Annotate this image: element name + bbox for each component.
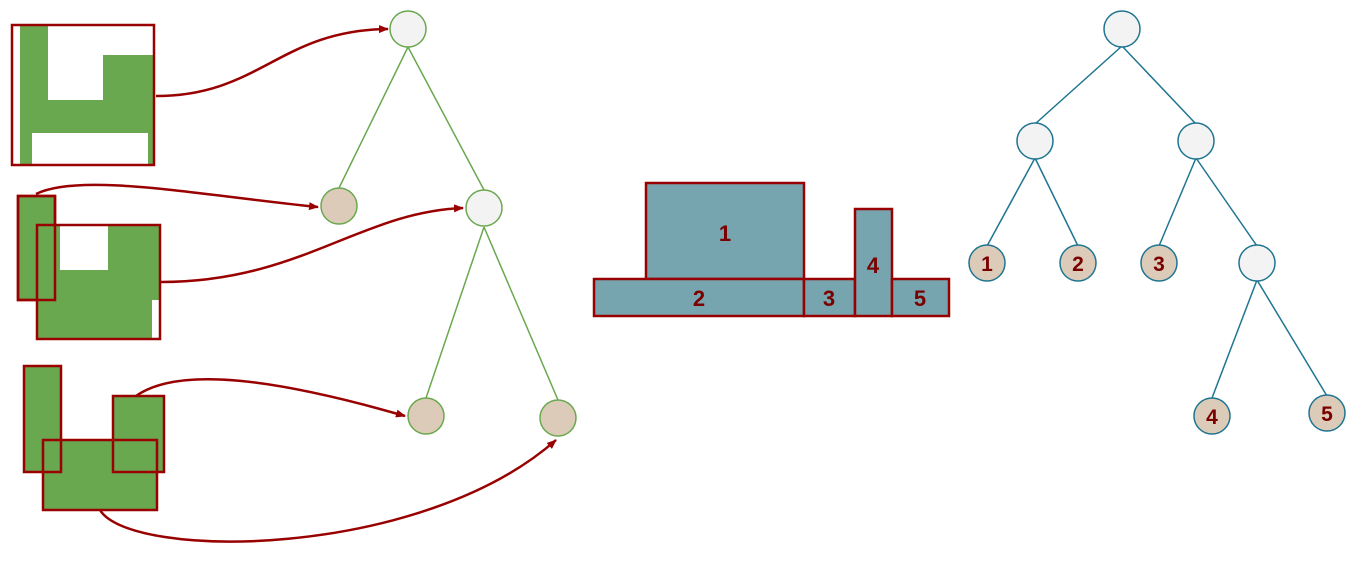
teal-tree-leaf-2 xyxy=(1059,244,1097,282)
teal-tree-internal-node xyxy=(1016,122,1054,160)
tree-edge xyxy=(425,226,485,399)
teal-leaf-5-label: 5 xyxy=(1321,403,1333,426)
rect-5 xyxy=(890,277,951,318)
full-shape-green xyxy=(20,25,154,165)
rect-4-label: 4 xyxy=(867,253,880,278)
left-shape-panel xyxy=(10,23,166,512)
mapping-arrows xyxy=(35,25,557,543)
tree-edge xyxy=(1158,157,1197,247)
teal-tree-internal-node xyxy=(1177,122,1215,160)
split-shape-level-2 xyxy=(22,364,166,512)
tree-edge xyxy=(407,46,485,191)
teal-leaf-4-label: 4 xyxy=(1206,406,1218,429)
teal-leaf-3-label: 3 xyxy=(1153,253,1165,276)
tree-edge xyxy=(1211,279,1258,399)
green-tree-leaf-node xyxy=(320,187,358,225)
green-tree xyxy=(320,10,577,437)
teal-tree-leaf-5 xyxy=(1308,394,1346,432)
tree-edge xyxy=(1121,45,1197,125)
split-shape-level-1 xyxy=(16,194,162,341)
teal-tree-leaf-4 xyxy=(1193,397,1231,435)
center-rect-layout: 1 2 3 4 5 xyxy=(592,181,951,318)
tree-edge xyxy=(483,226,559,401)
remaining-shape-outline xyxy=(35,223,162,341)
tree-edge xyxy=(338,46,409,189)
tree-edge xyxy=(1195,157,1258,247)
green-tree-internal-node xyxy=(465,189,503,227)
arrow-full-shape-to-root xyxy=(155,25,389,98)
tree-edge xyxy=(1256,279,1328,397)
right-piece-outline xyxy=(111,394,166,474)
rect-1-label: 1 xyxy=(719,221,731,246)
rect-3-label: 3 xyxy=(823,286,835,311)
teal-leaf-2-label: 2 xyxy=(1072,253,1084,276)
teal-tree-internal-node xyxy=(1238,244,1276,282)
arrow-right-piece-to-leaf xyxy=(135,378,406,418)
tree-edge xyxy=(986,157,1036,247)
rect-2-label: 2 xyxy=(693,286,705,311)
tree-edge xyxy=(1034,45,1123,125)
arrow-left-bar-to-leaf xyxy=(35,183,319,211)
green-tree-leaf-node xyxy=(407,397,445,435)
teal-tree-root-node xyxy=(1103,10,1141,48)
rect-4 xyxy=(853,207,894,318)
arrow-bottom-piece-to-leaf xyxy=(98,439,557,543)
teal-tree-leaf-3 xyxy=(1140,244,1178,282)
teal-tree: 1 2 3 4 5 xyxy=(968,10,1346,435)
full-shape-box xyxy=(10,23,156,167)
rect-2 xyxy=(592,277,806,318)
teal-leaf-1-label: 1 xyxy=(981,253,993,276)
remaining-shape-green xyxy=(37,225,160,339)
arrow-remaining-to-internal xyxy=(160,204,464,284)
full-shape-outline xyxy=(10,23,156,167)
teal-tree-leaf-1 xyxy=(968,244,1006,282)
tree-edge xyxy=(1034,157,1079,247)
green-tree-root-node xyxy=(389,10,427,48)
green-tree-leaf-node xyxy=(539,399,577,437)
rect-5-label: 5 xyxy=(914,286,926,311)
